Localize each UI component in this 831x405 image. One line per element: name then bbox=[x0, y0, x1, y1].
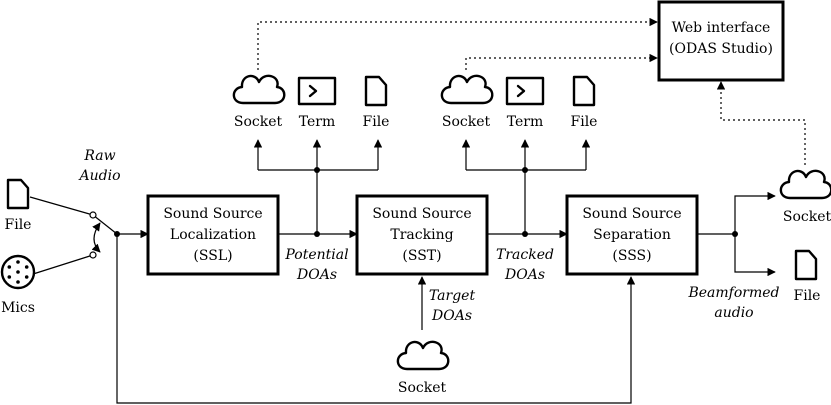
arrow-sss-socket bbox=[734, 191, 776, 234]
block-web-interface: Web interface (ODAS Studio) bbox=[657, 0, 785, 82]
sss-file-label: File bbox=[794, 288, 821, 304]
raw-audio-bypass bbox=[116, 234, 636, 404]
input-mics-label: Mics bbox=[1, 300, 35, 316]
input-file-label: File bbox=[5, 217, 32, 233]
sst-term-label: Term bbox=[507, 114, 544, 130]
dotted-link-ssl-web bbox=[257, 17, 658, 70]
ssl-label-line3: (SSL) bbox=[193, 248, 232, 264]
switch-contact-mics bbox=[89, 251, 97, 259]
ssl-socket-label: Socket bbox=[234, 114, 283, 130]
target-socket-label: Socket bbox=[398, 380, 447, 396]
junction-sss-out bbox=[732, 231, 738, 237]
sss-label-line1: Sound Source bbox=[582, 206, 681, 222]
junction-ssl-bus bbox=[314, 167, 320, 173]
sss-label-line2: Separation bbox=[593, 227, 671, 243]
ssl-label-line2: Localization bbox=[170, 227, 256, 243]
sst-file-label: File bbox=[571, 114, 598, 130]
raw-audio-label-line1: Raw bbox=[83, 148, 115, 164]
beamformed-audio-label-line1: Beamformed bbox=[687, 285, 779, 301]
junction-sst-out bbox=[522, 231, 528, 237]
beamformed-audio-label-line2: audio bbox=[714, 305, 753, 321]
arrow-sss-file bbox=[734, 234, 776, 277]
input-wire-file bbox=[29, 196, 94, 216]
potential-doas-label-line2: DOAs bbox=[296, 267, 337, 283]
cloud-icon bbox=[779, 169, 831, 200]
sst-label-line2: Tracking bbox=[390, 227, 453, 243]
tracked-doas-label-line1: Tracked bbox=[496, 247, 554, 263]
ssl-label-line1: Sound Source bbox=[163, 206, 262, 222]
file-icon bbox=[6, 178, 30, 210]
dotted-link-sst-web bbox=[465, 53, 658, 70]
sst-socket-label: Socket bbox=[442, 114, 491, 130]
target-doas-label-line2: DOAs bbox=[431, 308, 472, 324]
cloud-icon bbox=[396, 340, 450, 371]
cloud-icon bbox=[232, 74, 286, 105]
junction-sst-bus bbox=[522, 167, 528, 173]
target-doas-label-line1: Target bbox=[429, 288, 476, 304]
sst-label-line3: (SST) bbox=[402, 248, 441, 264]
switch-toggle-arrow bbox=[91, 222, 101, 253]
web-label-line1: Web interface bbox=[672, 20, 771, 36]
raw-audio-label-line2: Audio bbox=[78, 168, 121, 184]
potential-doas-label-line1: Potential bbox=[284, 247, 348, 263]
sss-label-line3: (SSS) bbox=[612, 248, 651, 264]
file-icon bbox=[794, 249, 818, 281]
input-wire-mics bbox=[29, 254, 94, 276]
file-icon bbox=[364, 75, 388, 107]
tracked-doas-label-line2: DOAs bbox=[504, 267, 545, 283]
microphone-array-icon bbox=[0, 254, 36, 290]
dotted-link-sss-web bbox=[716, 81, 806, 165]
ssl-term-label: Term bbox=[299, 114, 336, 130]
block-ssl: Sound Source Localization (SSL) bbox=[146, 194, 280, 276]
ssl-file-label: File bbox=[363, 114, 390, 130]
web-label-line2: (ODAS Studio) bbox=[669, 41, 773, 57]
switch-contact-file bbox=[89, 211, 97, 219]
junction-ssl-out bbox=[314, 231, 320, 237]
terminal-icon bbox=[505, 76, 545, 106]
file-icon bbox=[572, 75, 596, 107]
sss-socket-label: Socket bbox=[783, 209, 831, 225]
block-sst: Sound Source Tracking (SST) bbox=[355, 194, 489, 276]
sst-label-line1: Sound Source bbox=[372, 206, 471, 222]
junction-input bbox=[114, 231, 120, 237]
switch-blade bbox=[92, 214, 118, 235]
cloud-icon bbox=[440, 74, 494, 105]
terminal-icon bbox=[297, 76, 337, 106]
block-sss: Sound Source Separation (SSS) bbox=[565, 194, 699, 276]
